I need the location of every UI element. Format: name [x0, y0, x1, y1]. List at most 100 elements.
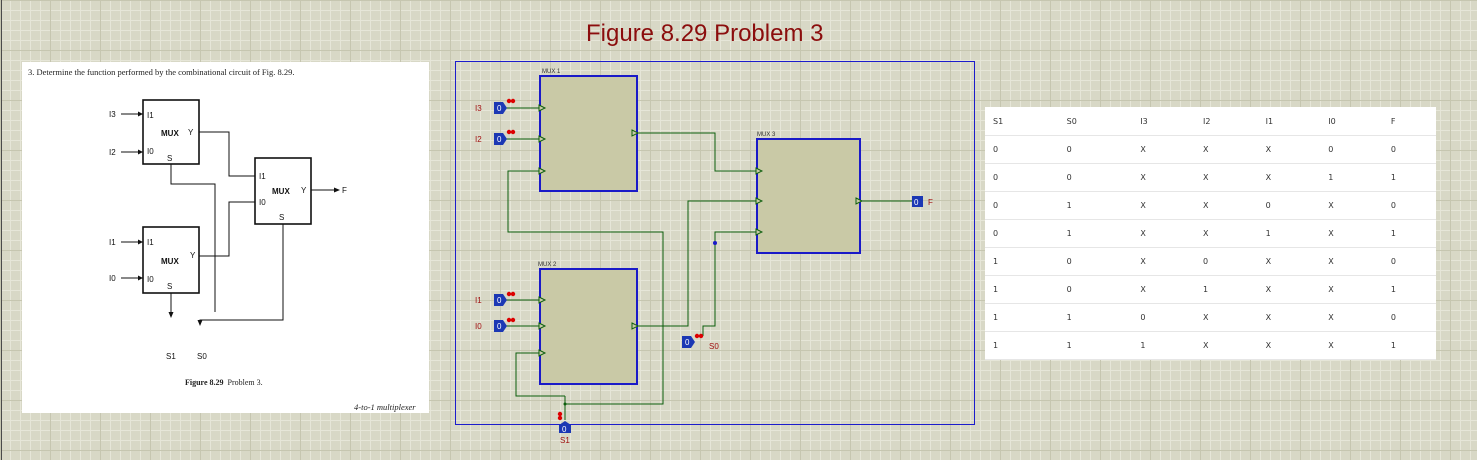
header-s0: S0	[1058, 107, 1133, 136]
table-cell: 1	[1194, 275, 1258, 304]
table-cell: 0	[1058, 163, 1133, 192]
pin-label-s: S	[279, 213, 284, 222]
pin-label-i1: I1	[259, 172, 266, 181]
table-cell: 0	[1382, 135, 1436, 164]
output-label-f: F	[342, 186, 347, 195]
mux-label-bottom: MUX	[161, 257, 179, 266]
answer-note: 4-to-1 multiplexer	[354, 402, 416, 412]
table-cell: 0	[1382, 191, 1436, 220]
header-i3: I3	[1132, 107, 1195, 136]
s1-state: 0	[562, 425, 567, 434]
textbook-figure: 3. Determine the function performed by t…	[22, 62, 429, 413]
table-cell: X	[1194, 135, 1258, 164]
pin-label-s: S	[167, 154, 172, 163]
table-cell: 1	[985, 331, 1059, 360]
table-cell: X	[1320, 275, 1383, 304]
table-cell: X	[1194, 303, 1258, 332]
table-cell: X	[1132, 191, 1195, 220]
pin-label-i0: I0	[259, 198, 266, 207]
mux3-label: MUX 3	[757, 132, 776, 138]
pin-label-i0: I0	[147, 147, 154, 156]
input-label-i0: I0	[109, 274, 116, 283]
table-cell: X	[1257, 135, 1321, 164]
schematic-frame	[455, 61, 975, 425]
logic-input-s1[interactable]: 0 S1	[557, 411, 571, 445]
table-cell: 0	[1194, 247, 1258, 276]
pin-label-y: Y	[190, 251, 196, 260]
table-cell: X	[1320, 219, 1383, 248]
input-label-i2: I2	[109, 148, 116, 157]
select-label-s0: S0	[197, 352, 207, 361]
table-cell: 1	[1058, 303, 1133, 332]
pin-label-i1: I1	[147, 238, 154, 247]
input-label-i3: I3	[109, 110, 116, 119]
logic-input-i1[interactable]: I1 0	[475, 291, 516, 306]
figure-number: Figure 8.29	[185, 378, 224, 387]
table-cell: X	[1257, 163, 1321, 192]
logic-input-i3[interactable]: I3 0	[475, 98, 516, 114]
table-cell: 1	[1058, 331, 1133, 360]
output-label: F	[928, 198, 933, 207]
logic-input-i2[interactable]: I2 0	[475, 129, 516, 145]
input-state-i2: 0	[497, 135, 502, 144]
input-state-i0: 0	[497, 322, 502, 331]
table-cell: 1	[1382, 331, 1436, 360]
table-cell: 0	[1058, 275, 1133, 304]
mux-label-top: MUX	[161, 129, 179, 138]
header-i1: I1	[1257, 107, 1321, 136]
input-name-i1: I1	[475, 296, 482, 305]
input-label-i1: I1	[109, 238, 116, 247]
figure-title: Figure 8.29 Problem 3	[586, 20, 824, 47]
table-cell: 0	[1382, 303, 1436, 332]
input-name-i0: I0	[475, 322, 482, 331]
table-cell: 0	[1058, 247, 1133, 276]
table-cell: X	[1194, 219, 1258, 248]
header-i0: I0	[1320, 107, 1383, 136]
logic-output-f: 0 F	[912, 196, 933, 207]
mux2-chip[interactable]	[539, 268, 638, 385]
output-state: 0	[914, 198, 919, 207]
table-cell: 0	[985, 135, 1059, 164]
input-state-i1: 0	[497, 296, 502, 305]
mux1-chip[interactable]	[539, 75, 638, 192]
wires	[506, 107, 912, 420]
table-cell: X	[1320, 331, 1383, 360]
header-f: F	[1382, 107, 1436, 136]
table-cell: 1	[985, 247, 1059, 276]
table-cell: 0	[1320, 135, 1383, 164]
table-cell: 1	[1382, 219, 1436, 248]
table-cell: 0	[985, 191, 1059, 220]
table-cell: 1	[1382, 163, 1436, 192]
input-state-i3: 0	[497, 104, 502, 113]
logic-input-s0[interactable]: 0 S0	[682, 333, 719, 351]
mux2-label: MUX 2	[538, 262, 557, 268]
figure-caption-text: Problem 3.	[227, 378, 263, 387]
table-cell: X	[1132, 219, 1195, 248]
logic-input-i0[interactable]: I0 0	[475, 317, 516, 332]
table-cell: X	[1257, 247, 1321, 276]
pin-label-y: Y	[301, 186, 307, 195]
problem-statement: 3. Determine the function performed by t…	[28, 67, 295, 77]
s1-label: S1	[560, 436, 570, 445]
mux-label-right: MUX	[272, 187, 290, 196]
s0-state: 0	[685, 338, 690, 347]
mux3-chip[interactable]	[756, 138, 861, 254]
table-cell: X	[1194, 331, 1258, 360]
pin-label-i0: I0	[147, 275, 154, 284]
pin-label-i1: I1	[147, 111, 154, 120]
header-i2: I2	[1194, 107, 1258, 136]
table-cell: X	[1257, 331, 1321, 360]
table-cell: X	[1132, 247, 1195, 276]
table-cell: X	[1132, 163, 1195, 192]
pin-label-s: S	[167, 282, 172, 291]
